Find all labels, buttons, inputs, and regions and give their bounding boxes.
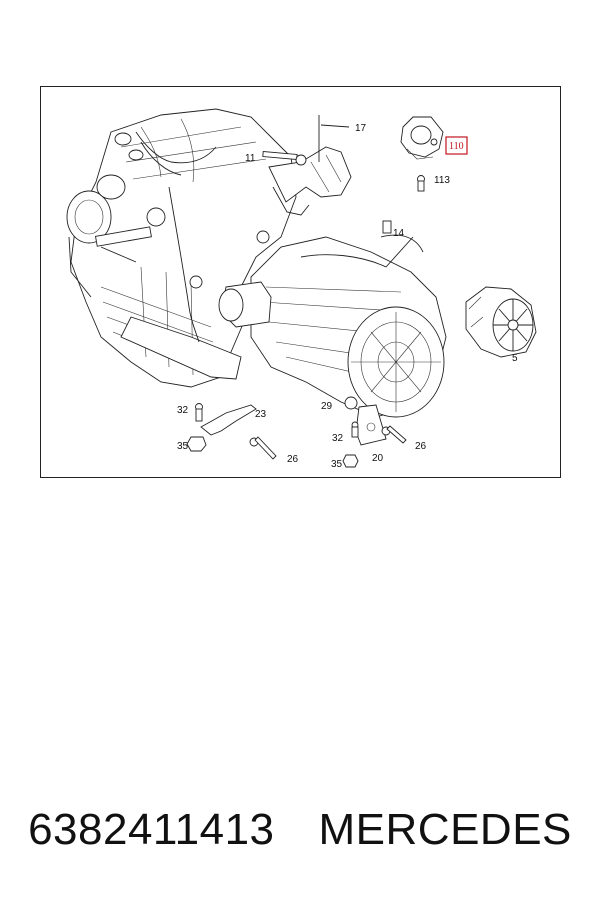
callout-35-left: 35 [177, 441, 189, 452]
callout-26-right: 26 [415, 441, 427, 452]
callout-17: 17 [355, 123, 367, 134]
callout-20: 20 [372, 453, 384, 464]
callout-29: 29 [321, 401, 333, 412]
part-number: 6382411413 [28, 805, 275, 854]
callout-5: 5 [512, 353, 518, 364]
callout-32-right: 32 [332, 433, 344, 444]
brand-name: MERCEDES [318, 805, 572, 854]
bracket-23-assembly [186, 403, 407, 468]
callout-14: 14 [393, 228, 405, 239]
callout-23: 23 [255, 409, 267, 420]
callout-11: 11 [245, 153, 256, 164]
callout-113: 113 [434, 175, 450, 186]
highlight-box-110 [445, 136, 468, 155]
callout-35-right: 35 [331, 459, 343, 470]
engine-mount-110 [400, 116, 444, 192]
callout-110: 110 [449, 141, 464, 152]
part-caption: 6382411413 MERCEDES [0, 800, 600, 860]
callouts: 17 11 110 113 14 5 32 23 35 26 29 32 26 … [177, 123, 518, 470]
transmission-drawing [218, 234, 447, 446]
parts-diagram: 17 11 110 113 14 5 32 23 35 26 29 32 26 … [40, 86, 561, 478]
exploded-view-drawing: 17 11 110 113 14 5 32 23 35 26 29 32 26 … [66, 108, 537, 470]
engine-drawing [66, 108, 392, 388]
rubber-mount-5 [465, 286, 537, 358]
callout-32-left: 32 [177, 405, 189, 416]
callout-26-left: 26 [287, 454, 299, 465]
